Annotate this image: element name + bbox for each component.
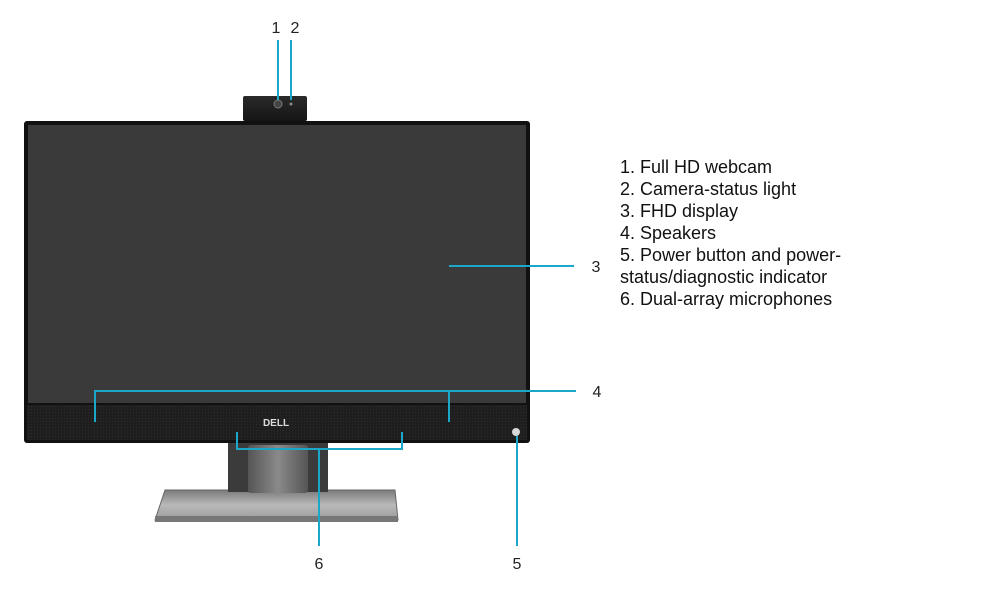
legend-item: 2. Camera-status light (620, 179, 797, 199)
callout-number-2: 2 (291, 20, 300, 37)
webcam-module (243, 96, 307, 121)
callout-line-4 (94, 390, 450, 422)
legend: 1. Full HD webcam 2. Camera-status light… (620, 156, 870, 310)
callout-number-3: 3 (592, 259, 601, 276)
monitor-body: DELL (24, 121, 530, 443)
callout-number-5: 5 (513, 556, 522, 573)
camera-status-light (289, 102, 293, 106)
callout-number-4: 4 (593, 384, 602, 401)
callout-number-1: 1 (272, 20, 281, 37)
legend-item: 5. Power button and power- status/diagno… (620, 245, 842, 287)
legend-item: 4. Speakers (620, 223, 717, 243)
speaker-bar (27, 405, 527, 440)
legend-item: 6. Dual-array microphones (620, 289, 833, 309)
display-screen (28, 125, 526, 403)
callout-lines (94, 40, 576, 546)
legend-item: 3. FHD display (620, 201, 739, 221)
legend-item: 1. Full HD webcam (620, 157, 773, 177)
dell-logo: DELL (263, 418, 289, 429)
callout-number-6: 6 (315, 556, 324, 573)
power-button (512, 428, 520, 436)
monitor-stand (154, 440, 399, 522)
webcam-lens (273, 99, 283, 109)
